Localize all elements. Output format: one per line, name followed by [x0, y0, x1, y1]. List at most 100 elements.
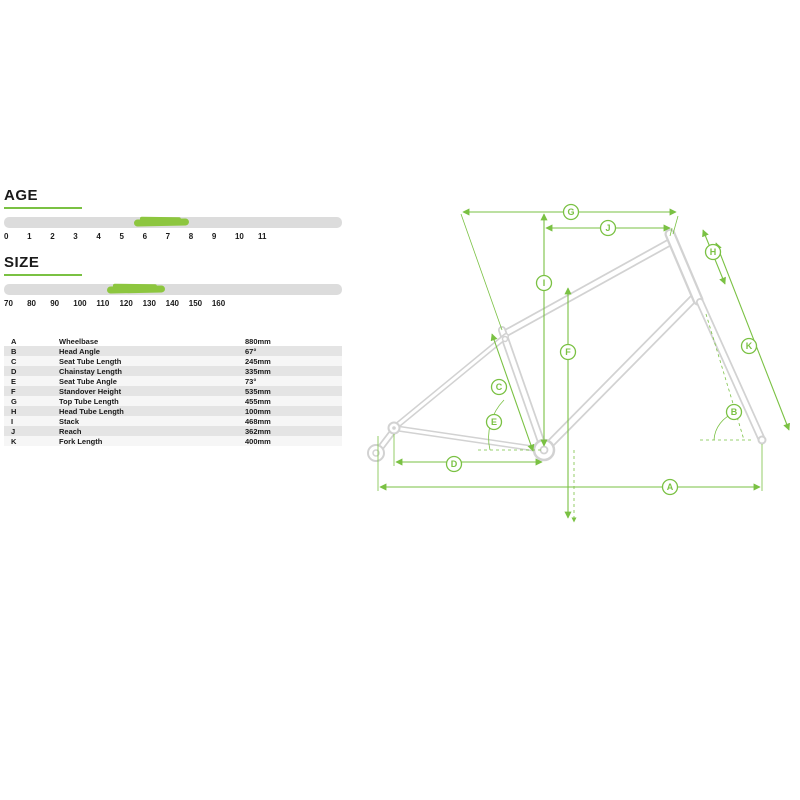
dim-label-b: B — [725, 403, 743, 421]
age-tick: 9 — [211, 232, 217, 241]
row-value: 335mm — [245, 366, 271, 376]
age-tick: 6 — [142, 232, 148, 241]
row-name: Wheelbase — [59, 336, 99, 346]
row-letter: D — [11, 366, 17, 376]
svg-text:C: C — [496, 382, 503, 392]
svg-text:H: H — [710, 247, 717, 257]
size-tick: 150 — [188, 299, 203, 308]
age-tick: 4 — [96, 232, 101, 241]
age-tick: 0 — [4, 232, 9, 241]
row-value: 362mm — [245, 426, 271, 436]
construction-lines — [377, 213, 763, 523]
row-value: 100mm — [245, 406, 271, 416]
size-tick: 160 — [211, 299, 226, 308]
dim-label-i: I — [535, 274, 553, 292]
dimension-labels: G J H I F K C E — [445, 203, 758, 496]
row-letter: B — [11, 346, 17, 356]
age-tick: 7 — [165, 232, 171, 241]
row-value: 400mm — [245, 436, 271, 446]
row-letter: F — [11, 386, 16, 396]
table-row: A Wheelbase 880mm — [4, 336, 342, 346]
svg-text:D: D — [451, 459, 458, 469]
age-range-highlight — [133, 218, 190, 227]
age-tick: 10 — [234, 232, 244, 241]
dim-label-a: A — [661, 478, 679, 496]
age-tick: 8 — [188, 232, 194, 241]
row-letter: A — [11, 336, 17, 346]
dim-label-h: H — [704, 243, 722, 261]
row-letter: C — [11, 356, 17, 366]
row-name: Head Angle — [59, 346, 100, 356]
size-tick: 100 — [73, 299, 87, 308]
row-letter: J — [11, 426, 16, 436]
svg-text:A: A — [667, 482, 674, 492]
front-dropout — [757, 435, 767, 445]
row-value: 67° — [245, 346, 257, 356]
svg-text:B: B — [731, 407, 738, 417]
row-value: 880mm — [245, 336, 271, 346]
size-tick-row: 70 80 90 100 110 120 130 140 150 160 — [4, 299, 342, 308]
size-tick: 90 — [50, 299, 60, 308]
row-name: Reach — [59, 426, 82, 436]
size-title-underline — [4, 274, 82, 276]
row-letter: G — [11, 396, 17, 406]
dim-line-seat-tube — [490, 333, 535, 452]
age-tick: 1 — [27, 232, 32, 241]
row-value: 245mm — [245, 356, 271, 366]
table-row: I Stack 468mm — [4, 416, 342, 426]
row-name: Head Tube Length — [59, 406, 124, 416]
size-section-title: SIZE — [4, 254, 40, 271]
age-tick: 11 — [258, 232, 267, 241]
size-tick: 110 — [96, 299, 110, 308]
row-name: Seat Tube Length — [59, 356, 122, 366]
dim-label-d: D — [445, 455, 463, 473]
table-row: K Fork Length 400mm — [4, 436, 342, 446]
age-section-title: AGE — [4, 187, 39, 204]
age-tick: 2 — [50, 232, 55, 241]
row-letter: I — [11, 416, 14, 426]
row-name: Fork Length — [59, 436, 103, 446]
row-letter: E — [11, 376, 17, 386]
age-tick: 3 — [73, 232, 78, 241]
dim-line-fork — [715, 242, 790, 431]
size-tick: 70 — [4, 299, 13, 308]
svg-text:G: G — [567, 207, 574, 217]
svg-text:E: E — [491, 417, 497, 427]
row-name: Seat Tube Angle — [59, 376, 117, 386]
frame-geometry-diagram: G J H I F K C E — [356, 188, 796, 538]
row-value: 535mm — [245, 386, 271, 396]
row-value: 73° — [245, 376, 257, 386]
size-tick: 80 — [27, 299, 36, 308]
size-tick: 120 — [119, 299, 133, 308]
size-tick: 130 — [142, 299, 156, 308]
age-range-bar — [4, 217, 342, 228]
dim-label-e: E — [485, 413, 503, 431]
row-value: 455mm — [245, 396, 271, 406]
svg-text:J: J — [605, 223, 610, 233]
dim-label-f: F — [559, 343, 577, 361]
table-row: C Seat Tube Length 245mm — [4, 356, 342, 366]
spec-panel: AGE 0 1 2 3 4 5 6 7 8 9 10 11 SIZE 70 80… — [4, 188, 342, 446]
table-row: F Standover Height 535mm — [4, 386, 342, 396]
svg-text:I: I — [543, 278, 546, 288]
dimension-lines — [379, 208, 790, 519]
size-range-bar — [4, 284, 342, 295]
row-value: 468mm — [245, 416, 271, 426]
table-row: J Reach 362mm — [4, 426, 342, 436]
svg-text:K: K — [746, 341, 753, 351]
dim-label-k: K — [740, 337, 758, 355]
age-tick: 5 — [119, 232, 124, 241]
row-name: Chainstay Length — [59, 366, 122, 376]
dim-label-c: C — [490, 378, 508, 396]
geometry-table: A Wheelbase 880mm B Head Angle 67° C Sea… — [4, 336, 342, 446]
table-row: B Head Angle 67° — [4, 346, 342, 356]
table-row: D Chainstay Length 335mm — [4, 366, 342, 376]
age-tick-row: 0 1 2 3 4 5 6 7 8 9 10 11 — [4, 232, 342, 241]
age-title-underline — [4, 207, 82, 209]
size-tick: 140 — [165, 299, 180, 308]
row-name: Stack — [59, 416, 80, 426]
row-letter: K — [11, 436, 17, 446]
frame-diagram-svg: G J H I F K C E — [367, 203, 790, 523]
row-name: Top Tube Length — [59, 396, 119, 406]
seat-clamp — [501, 335, 509, 343]
